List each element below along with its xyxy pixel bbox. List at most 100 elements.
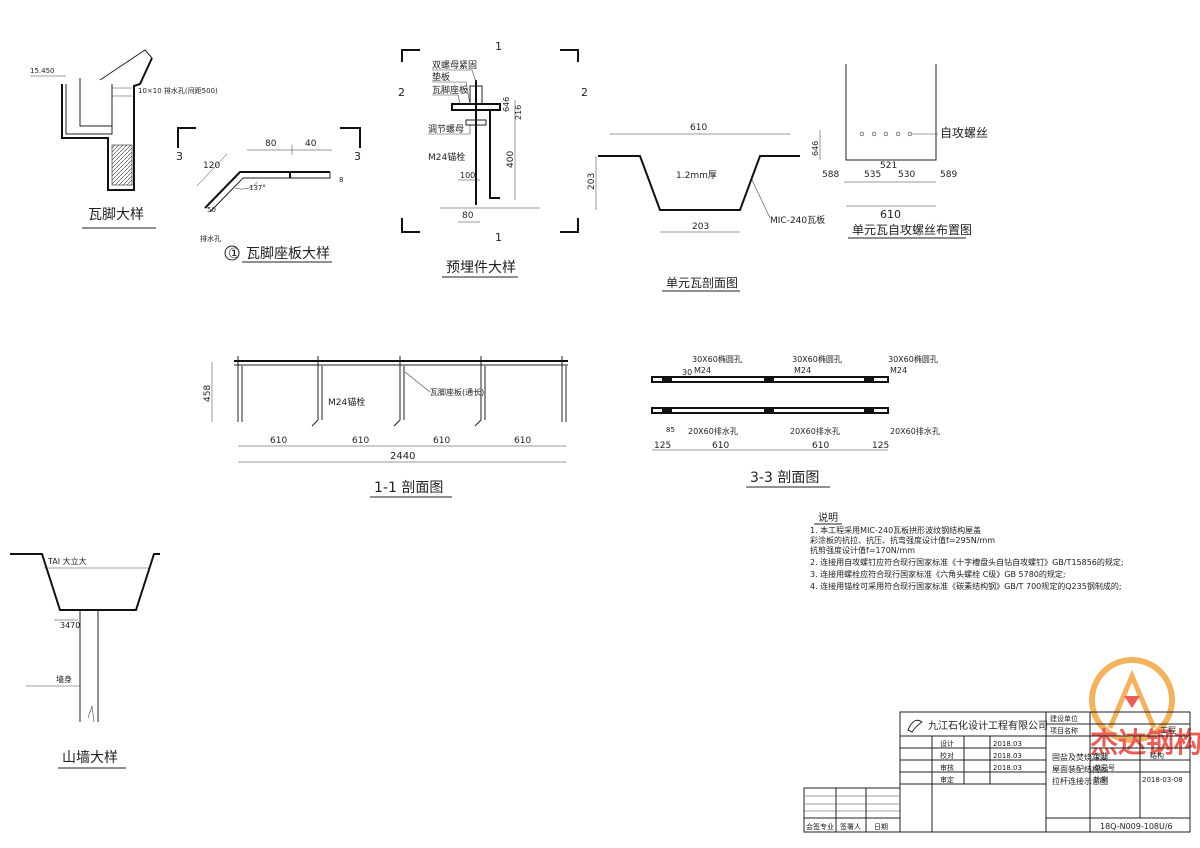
span-3: 610 bbox=[433, 436, 450, 446]
client-label: 建设单位 bbox=[1050, 714, 1078, 723]
company-name: 九江石化设计工程有限公司 bbox=[928, 719, 1048, 732]
span-610-b: 610 bbox=[812, 441, 829, 451]
dim-80: 80 bbox=[265, 139, 277, 149]
section-3-3-title: 3-3 剖面图 bbox=[750, 470, 819, 486]
drain-label-2: 20X60排水孔 bbox=[790, 426, 840, 436]
screw-holes bbox=[859, 131, 913, 137]
section-3-3-slots bbox=[662, 377, 874, 413]
bolt-label: M24锚栓 bbox=[328, 396, 365, 408]
dim-80: 80 bbox=[462, 211, 474, 221]
date-2: 2018.03 bbox=[993, 752, 1022, 760]
eave-plate-title: 瓦脚座板大样 bbox=[246, 246, 330, 262]
label-washer: 垫板 bbox=[432, 71, 450, 83]
dim-30: 30 bbox=[682, 368, 692, 377]
label-adjust-nut: 调节螺母 bbox=[428, 124, 464, 135]
dim-85: 85 bbox=[666, 426, 675, 434]
section-mark-3-left: 3 bbox=[176, 150, 183, 163]
note-line-6: 4. 连接用锚栓可采用符合现行国家标准《碳素结构钢》GB/T 700规定的Q23… bbox=[810, 581, 1122, 591]
dim-top-610: 610 bbox=[690, 123, 707, 133]
project-label: 项目名称 bbox=[1050, 726, 1078, 735]
dim-521: 521 bbox=[880, 161, 897, 171]
span-2: 610 bbox=[352, 436, 369, 446]
note-line-5: 3. 连接用螺栓应符合现行国家标准《六角头螺栓 C级》GB 5780的规定; bbox=[810, 569, 1066, 579]
embedded-part-detail: 1 1 2 2 80 100 400 646 216 双螺母紧固 垫板 瓦脚座板… bbox=[398, 40, 588, 278]
section-mark-3-right: 3 bbox=[354, 150, 361, 163]
dim-216: 216 bbox=[514, 105, 523, 120]
note-line-3: 抗剪强度设计值f=170N/mm bbox=[810, 545, 915, 555]
cut-mark-2-right: 2 bbox=[581, 86, 588, 99]
section-1-1-title: 1-1 剖面图 bbox=[374, 480, 443, 496]
notes-block: 说明 1. 本工程采用MIC-240瓦板拱形波纹钢结构屋盖 彩涂板的抗拉、抗压、… bbox=[810, 511, 1124, 591]
dim-589: 589 bbox=[940, 170, 957, 180]
total-2440: 2440 bbox=[390, 451, 415, 462]
date-1: 2018.03 bbox=[993, 740, 1022, 748]
dim-120: 120 bbox=[203, 161, 220, 171]
slot-label-3: 30X60椭圆孔 bbox=[888, 354, 938, 364]
wall-label: 墙身 bbox=[56, 674, 72, 684]
bolt-label-3: M24 bbox=[890, 366, 907, 375]
sign-person: 签署人 bbox=[840, 822, 861, 831]
note-line-2: 彩涂板的抗拉、抗压、抗弯强度设计值f=295N/mm bbox=[810, 535, 995, 545]
sign-discipline: 会签专业 bbox=[806, 822, 834, 831]
eave-plate-detail: 3 3 80 40 8 120 137° 50 排水孔 ① 瓦脚座板大样 bbox=[176, 127, 361, 263]
drawing-name-3: 拉杆连接示意图 bbox=[1052, 776, 1108, 786]
eave-elevation: 15.450 bbox=[30, 67, 55, 75]
section-1-1-spans: 610 610 610 610 bbox=[270, 436, 531, 446]
label-scale: 比例 bbox=[1094, 775, 1108, 784]
bolt-label-2: M24 bbox=[794, 366, 811, 375]
note-line-4: 2. 连接用自攻螺钉应符合现行国家标准《十字槽盘头自钻自攻螺钉》GB/T1585… bbox=[810, 557, 1124, 567]
date-3: 2018.03 bbox=[993, 764, 1022, 772]
eave-detail-title: 瓦脚大样 bbox=[88, 207, 144, 223]
dim-bottom-203: 203 bbox=[692, 222, 709, 232]
watermark-text: 杰达钢构 bbox=[1090, 726, 1200, 759]
drawing-number: 18Q-N009-108U/6 bbox=[1100, 822, 1173, 831]
bolt-label-1: M24 bbox=[694, 366, 711, 375]
label-discipline: 专业 bbox=[1094, 751, 1108, 760]
role-check: 校对 bbox=[940, 751, 954, 760]
section-1-1-anchors bbox=[237, 356, 567, 427]
eave-note: 10×10 排水孔(间距500) bbox=[138, 86, 218, 95]
tile-model-label: MIC-240瓦板 bbox=[770, 214, 825, 226]
detail-number-1: ① bbox=[228, 246, 241, 262]
drain-label-3: 20X60排水孔 bbox=[890, 426, 940, 436]
label-double-nut: 双螺母紧固 bbox=[432, 60, 477, 71]
value-discipline: 结构 bbox=[1150, 751, 1164, 760]
angle-137: 137° bbox=[249, 184, 266, 192]
dim-588: 588 bbox=[822, 170, 839, 180]
drawing-name-1: 固盐及焚烧车间 bbox=[1052, 752, 1108, 762]
span-4: 610 bbox=[514, 436, 531, 446]
cut-mark-1-top: 1 bbox=[495, 40, 502, 53]
gable-top-label: TAI 大立大 bbox=[47, 556, 87, 566]
screw-layout-title: 单元瓦自攻螺丝布置图 bbox=[852, 223, 972, 237]
drawing-name-2: 屋面装配结构图 bbox=[1052, 764, 1108, 774]
span-610-a: 610 bbox=[712, 441, 729, 451]
cut-mark-1-bottom: 1 bbox=[495, 231, 502, 244]
unit-section-title: 单元瓦剖面图 bbox=[666, 276, 738, 290]
dim-height-203: 203 bbox=[587, 173, 597, 190]
notes-heading: 说明 bbox=[818, 511, 838, 524]
dim-8: 8 bbox=[339, 176, 343, 184]
sign-date: 日期 bbox=[874, 823, 888, 831]
slot-label-2: 30X60椭圆孔 bbox=[792, 354, 842, 364]
note-line-1: 1. 本工程采用MIC-240瓦板拱形波纹钢结构屋盖 bbox=[810, 525, 981, 535]
dim-125-right: 125 bbox=[872, 441, 889, 451]
drawing-name: 固盐及焚烧车间 屋面装配结构图 拉杆连接示意图 bbox=[1052, 752, 1108, 786]
screw-layout: 自攻螺丝 646 521 588 535 530 589 610 单元瓦自攻螺丝… bbox=[811, 64, 988, 239]
value-date: 2018-03-08 bbox=[1142, 776, 1183, 784]
dim-530: 530 bbox=[898, 170, 915, 180]
dim-646: 646 bbox=[811, 141, 820, 156]
dim-125-left: 125 bbox=[654, 441, 671, 451]
slot-label-1: 30X60椭圆孔 bbox=[692, 354, 742, 364]
dim-50: 50 bbox=[207, 206, 216, 214]
watermark-logo: 杰达钢构 bbox=[1089, 657, 1200, 759]
cut-mark-2-left: 2 bbox=[398, 86, 405, 99]
screw-label: 自攻螺丝 bbox=[940, 126, 988, 140]
eave-detail: 15.450 10×10 排水孔(间距500) 瓦脚大样 bbox=[30, 49, 218, 229]
section-1-1: 458 M24锚栓 瓦脚座板(通长) 610 610 610 610 2440 … bbox=[203, 356, 568, 498]
section-3-3: 30X60椭圆孔 30X60椭圆孔 30X60椭圆孔 M24 M24 M24 3… bbox=[651, 354, 940, 488]
embedded-labels: 双螺母紧固 垫板 瓦脚座板 调节螺母 M24锚栓 bbox=[428, 60, 477, 163]
label-unit-no: 单元号 bbox=[1094, 763, 1115, 772]
plate-label: 瓦脚座板(通长) bbox=[430, 387, 484, 397]
dim-width-610: 610 bbox=[880, 208, 901, 221]
